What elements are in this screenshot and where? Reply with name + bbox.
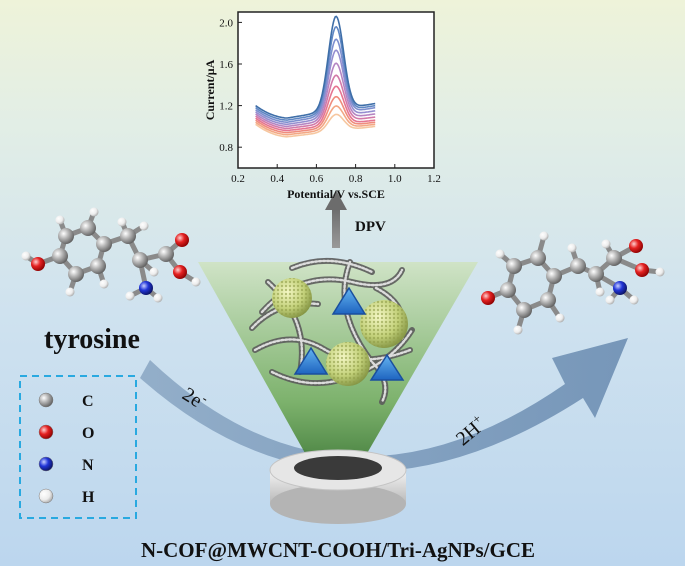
silver-nanoprisms	[293, 286, 405, 381]
dpv-chart: 0.2 0.4 0.6 0.8 1.0 1.2 0.8 1.2 1.6 2.0 Potentia…	[203, 11, 441, 201]
legend-atom-h-icon	[38, 488, 54, 504]
x-tick-label-5: 1.2	[427, 173, 441, 185]
series-line-4	[255, 85, 376, 132]
legend-label-h: H	[82, 489, 95, 506]
x-axis-label: Potential/V vs.SCE	[287, 187, 385, 201]
legend-label-o: O	[82, 425, 94, 442]
reactant-label: tyrosine	[44, 324, 140, 355]
series-line-9	[255, 25, 376, 121]
y-ticks: 0.8 1.2 1.6 2.0	[219, 17, 242, 154]
series-line-8	[255, 38, 376, 123]
y-tick-label-3: 2.0	[219, 17, 233, 29]
y-tick-label-0: 0.8	[219, 142, 233, 154]
cof-spheres	[272, 278, 408, 386]
tyrosine-molecule	[21, 207, 201, 303]
x-ticks: 0.2 0.4 0.6 0.8 1.0 1.2	[231, 164, 441, 185]
legend-box	[19, 375, 137, 519]
series-line-7	[255, 49, 376, 126]
x-tick-label-1: 0.4	[270, 173, 284, 185]
x-tick-label-2: 0.6	[310, 173, 324, 185]
legend-label-c: C	[82, 393, 94, 410]
series-line-6	[255, 62, 376, 128]
y-tick-label-1: 1.2	[219, 101, 233, 113]
reaction-arrow	[140, 338, 628, 472]
legend-atom-o-icon	[38, 424, 54, 440]
technique-label: DPV	[355, 219, 386, 235]
series-line-1	[255, 113, 376, 138]
legend-atom-c-icon	[38, 392, 54, 408]
series-line-2	[255, 105, 376, 136]
x-tick-label-0: 0.2	[231, 173, 245, 185]
product-molecule	[481, 231, 665, 335]
y-axis-label: Current/μA	[203, 59, 217, 120]
x-tick-label-4: 1.0	[388, 173, 402, 185]
legend-atom-n-icon	[38, 456, 54, 472]
series-group	[255, 15, 376, 138]
dpv-arrow	[325, 190, 347, 248]
series-line-3	[255, 95, 376, 134]
y-tick-label-2: 1.6	[219, 59, 233, 71]
electrode-disk	[269, 449, 407, 524]
plot-area	[237, 11, 435, 169]
series-line-5	[255, 74, 376, 130]
legend-label-n: N	[82, 457, 94, 474]
electrode-label: N-COF@MWCNT-COOH/Tri-AgNPs/GCE	[141, 538, 535, 562]
x-tick-label-3: 0.8	[349, 173, 363, 185]
series-line-10	[255, 15, 376, 119]
